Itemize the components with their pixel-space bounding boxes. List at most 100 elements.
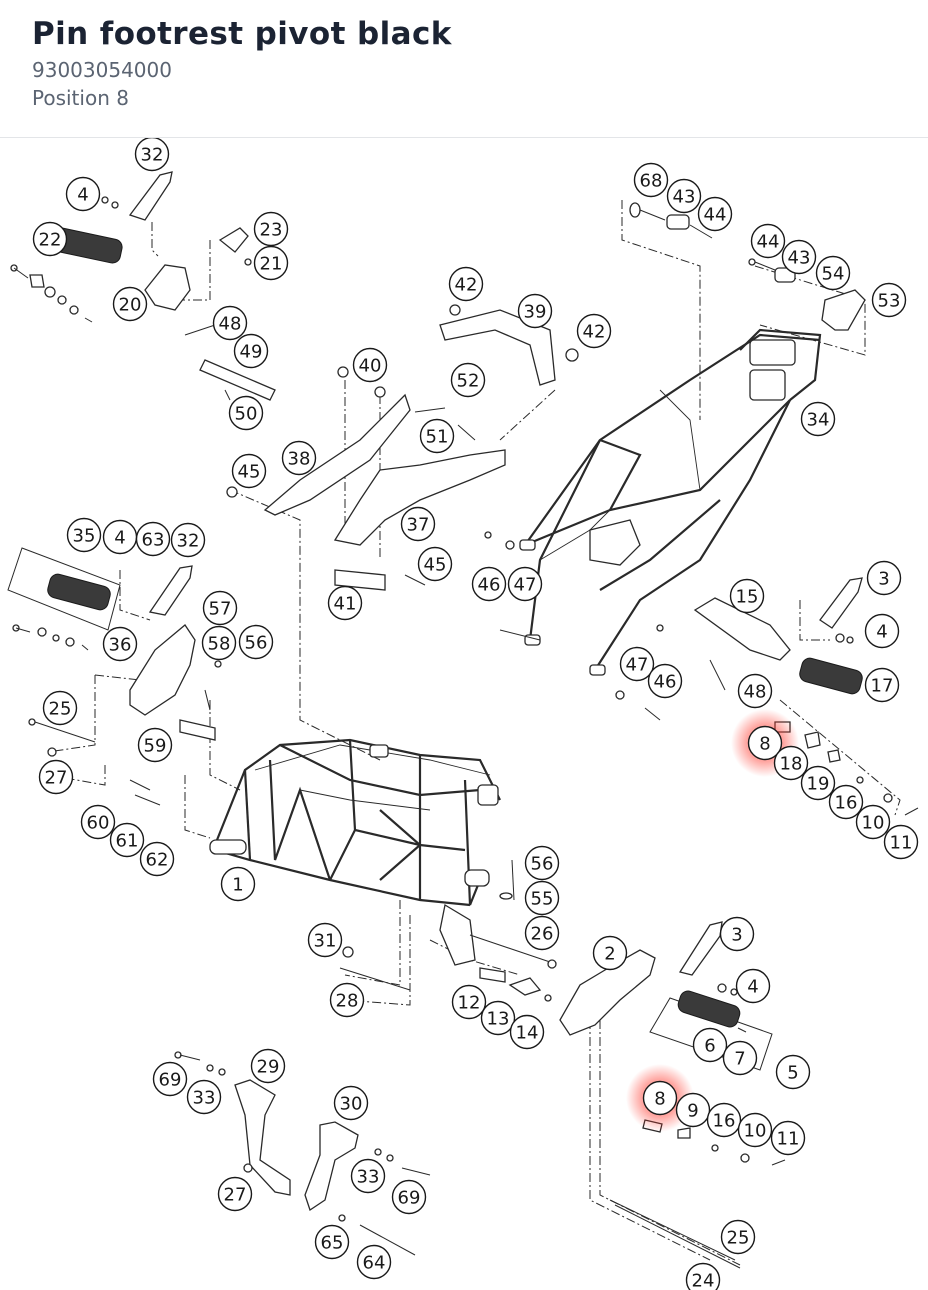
callout-circle [451,984,487,1020]
callout-13[interactable]: 13 [480,1000,516,1036]
callout-35[interactable]: 35 [66,517,102,553]
callout-25[interactable]: 25 [42,690,78,726]
callout-47[interactable]: 47 [507,566,543,602]
callout-10[interactable]: 10 [855,804,891,840]
callout-23[interactable]: 23 [253,211,289,247]
callout-12[interactable]: 12 [451,984,487,1020]
callout-8[interactable]: 8 [747,725,783,761]
callout-3[interactable]: 3 [866,560,902,596]
callout-17[interactable]: 17 [864,667,900,703]
callout-number: 33 [193,1088,216,1109]
callout-28[interactable]: 28 [329,982,365,1018]
callout-61[interactable]: 61 [109,822,145,858]
callout-69[interactable]: 69 [152,1061,188,1097]
callout-27[interactable]: 27 [217,1176,253,1212]
callout-42[interactable]: 42 [576,313,612,349]
callout-22[interactable]: 22 [32,221,68,257]
callout-circle [135,521,171,557]
callout-6[interactable]: 6 [692,1027,728,1063]
callout-18[interactable]: 18 [773,745,809,781]
callout-32[interactable]: 32 [134,138,170,172]
callout-69[interactable]: 69 [391,1179,427,1215]
callout-54[interactable]: 54 [815,255,851,291]
callout-number: 50 [235,404,258,425]
callout-number: 6 [704,1036,715,1057]
callout-44[interactable]: 44 [697,196,733,232]
callout-49[interactable]: 49 [233,333,269,369]
callout-47[interactable]: 47 [619,646,655,682]
callout-30[interactable]: 30 [333,1085,369,1121]
callout-33[interactable]: 33 [350,1158,386,1194]
callout-20[interactable]: 20 [112,286,148,322]
callout-52[interactable]: 52 [450,362,486,398]
callout-21[interactable]: 21 [253,245,289,281]
callout-19[interactable]: 19 [800,765,836,801]
callout-31[interactable]: 31 [307,922,343,958]
callout-15[interactable]: 15 [729,578,765,614]
callout-32[interactable]: 32 [170,522,206,558]
callout-14[interactable]: 14 [509,1014,545,1050]
callout-41[interactable]: 41 [327,585,363,621]
callout-circle [871,282,907,318]
callout-39[interactable]: 39 [517,293,553,329]
callout-48[interactable]: 48 [212,305,248,341]
callout-53[interactable]: 53 [871,282,907,318]
callout-number: 4 [77,185,88,206]
callout-1[interactable]: 1 [220,866,256,902]
callout-number: 4 [114,528,125,549]
callout-9[interactable]: 9 [675,1092,711,1128]
callout-circle [507,566,543,602]
callout-45[interactable]: 45 [417,546,453,582]
callout-11[interactable]: 11 [770,1120,806,1156]
callout-43[interactable]: 43 [666,178,702,214]
callout-57[interactable]: 57 [202,590,238,626]
callout-number: 24 [692,1271,715,1290]
callout-27[interactable]: 27 [38,759,74,795]
callout-33[interactable]: 33 [186,1079,222,1115]
callout-64[interactable]: 64 [356,1244,392,1280]
callout-42[interactable]: 42 [448,266,484,302]
callout-26[interactable]: 26 [524,915,560,951]
callout-58[interactable]: 58 [201,625,237,661]
callout-45[interactable]: 45 [231,453,267,489]
callout-8[interactable]: 8 [642,1080,678,1116]
callout-51[interactable]: 51 [419,418,455,454]
callout-number: 25 [727,1228,750,1249]
callout-56[interactable]: 56 [524,845,560,881]
callout-65[interactable]: 65 [314,1224,350,1260]
callout-34[interactable]: 34 [800,401,836,437]
callout-68[interactable]: 68 [633,162,669,198]
callout-56[interactable]: 56 [238,624,274,660]
callout-4[interactable]: 4 [102,519,138,555]
callout-16[interactable]: 16 [828,784,864,820]
callout-38[interactable]: 38 [281,440,317,476]
callout-46[interactable]: 46 [471,566,507,602]
callout-11[interactable]: 11 [883,824,919,860]
callout-number: 20 [119,295,142,316]
callout-55[interactable]: 55 [524,880,560,916]
callout-4[interactable]: 4 [65,176,101,212]
callout-4[interactable]: 4 [735,968,771,1004]
callout-40[interactable]: 40 [352,347,388,383]
callout-5[interactable]: 5 [775,1054,811,1090]
callout-63[interactable]: 63 [135,521,171,557]
callout-46[interactable]: 46 [647,663,683,699]
callout-50[interactable]: 50 [228,395,264,431]
callout-7[interactable]: 7 [722,1040,758,1076]
callout-44[interactable]: 44 [750,223,786,259]
callout-2[interactable]: 2 [592,935,628,971]
callout-25[interactable]: 25 [720,1219,756,1255]
callout-48[interactable]: 48 [737,673,773,709]
callout-59[interactable]: 59 [137,727,173,763]
callout-43[interactable]: 43 [781,239,817,275]
callout-10[interactable]: 10 [737,1112,773,1148]
callout-60[interactable]: 60 [80,804,116,840]
callout-16[interactable]: 16 [706,1102,742,1138]
callout-24[interactable]: 24 [685,1262,721,1290]
callout-29[interactable]: 29 [250,1048,286,1084]
callout-4[interactable]: 4 [864,613,900,649]
callout-36[interactable]: 36 [102,626,138,662]
callout-62[interactable]: 62 [139,841,175,877]
callout-3[interactable]: 3 [719,916,755,952]
callout-37[interactable]: 37 [400,506,436,542]
